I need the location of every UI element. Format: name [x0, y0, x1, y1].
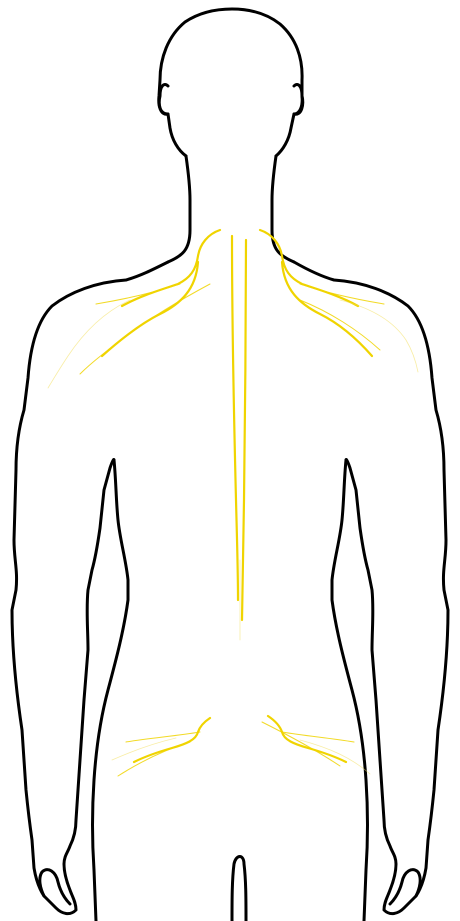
left-arm-torso-outline	[12, 262, 168, 914]
left-inner-torso-outline	[93, 460, 129, 921]
nerve-spine-left	[232, 236, 238, 600]
right-inner-torso-outline	[332, 460, 368, 921]
right-arm-torso-outline	[294, 262, 448, 914]
nerve-left-shoulder-fine-2	[80, 284, 210, 374]
nerve-right-shoulder	[260, 230, 358, 306]
nerve-lower-back-right-fine-2	[262, 722, 340, 766]
neck-right-outline	[272, 156, 294, 262]
head-outline	[159, 9, 302, 156]
nerve-left-shoulder-branch	[102, 262, 198, 356]
nerve-lower-back-right-fine-1	[282, 732, 354, 742]
nerve-right-shoulder-branch	[282, 262, 372, 356]
right-ear-outline	[294, 84, 303, 114]
neck-left-outline	[168, 156, 190, 262]
nerve-lower-back-left-fine-2	[118, 742, 190, 776]
nerve-lower-back-left-fine-1	[126, 732, 200, 742]
left-ear-outline	[159, 84, 168, 114]
crotch-outline	[232, 857, 246, 921]
nerve-left-shoulder	[122, 230, 220, 306]
nerve-spine-right	[242, 240, 246, 620]
nerve-lower-back-left	[134, 718, 210, 762]
